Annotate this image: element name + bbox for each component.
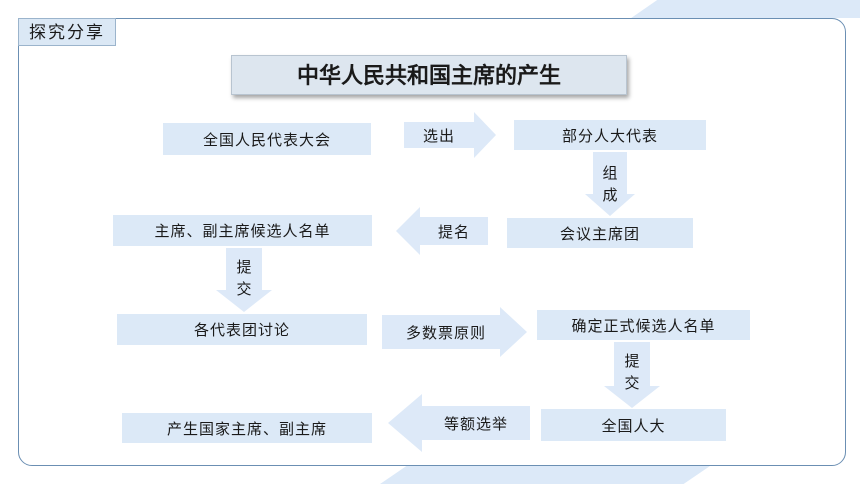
arrow-compose	[585, 152, 635, 216]
node-delegations-discuss: 各代表团讨论	[117, 314, 367, 345]
node-candidates-list: 主席、副主席候选人名单	[113, 215, 372, 246]
edge-label-elect: 选出	[422, 126, 455, 145]
arrow-elect	[404, 112, 496, 158]
arrow-submit-1	[216, 248, 272, 312]
decor-stripe-bottom	[380, 466, 710, 484]
edge-label-compose-1: 组	[602, 164, 618, 182]
node-result: 产生国家主席、副主席	[122, 413, 372, 443]
edge-label-submit-2a: 提	[624, 352, 640, 370]
edge-label-compose-2: 成	[602, 186, 618, 204]
arrow-submit-2	[604, 342, 660, 408]
decor-stripe-top	[631, 0, 860, 18]
diagram-title: 中华人民共和国主席的产生	[231, 55, 627, 95]
node-npc: 全国人大	[541, 409, 726, 441]
node-partial-deputies: 部分人大代表	[514, 120, 706, 150]
content-frame	[18, 18, 846, 466]
arrow-majority	[382, 307, 527, 357]
edge-label-submit-1a: 提	[236, 258, 252, 276]
node-formal-candidates: 确定正式候选人名单	[537, 310, 750, 340]
arrow-nominate	[396, 207, 488, 255]
arrow-equal-election	[388, 394, 530, 452]
node-npc-all: 全国人民代表大会	[163, 123, 371, 155]
edge-label-equal-election: 等额选举	[443, 414, 508, 433]
section-tag: 探究分享	[18, 18, 116, 46]
edge-label-majority: 多数票原则	[405, 323, 486, 342]
node-presidium: 会议主席团	[507, 218, 693, 248]
edge-label-submit-2b: 交	[624, 374, 640, 392]
edge-label-nominate: 提名	[437, 222, 470, 241]
edge-label-submit-1b: 交	[236, 280, 252, 298]
